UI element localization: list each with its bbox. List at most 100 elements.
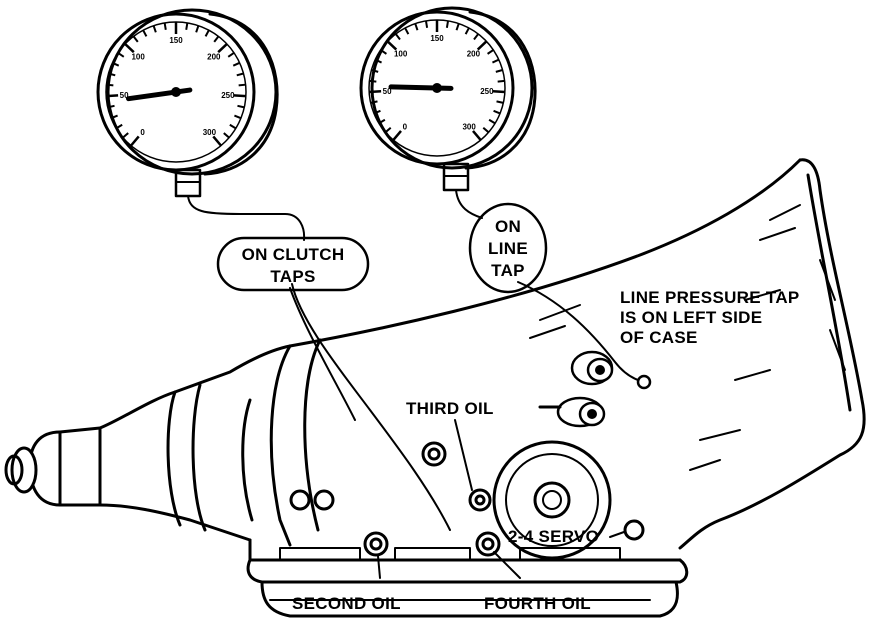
gauge-tick (213, 35, 220, 43)
gauge-tick (373, 109, 381, 115)
label-line-pressure-2: IS ON LEFT SIDE (620, 308, 762, 327)
gauge-tick (492, 90, 505, 94)
gauge-tick (217, 43, 228, 54)
gauge-tick (227, 52, 235, 58)
gauge-tick (445, 20, 450, 28)
gauge-tick (495, 69, 503, 73)
gauge-scale-ticks (369, 20, 505, 141)
callout-clutch-taps-line1: ON CLUTCH (242, 245, 345, 264)
leader-lines (377, 419, 625, 579)
gauge-tick (132, 35, 139, 43)
gauge-tick (212, 135, 222, 147)
gauge-tick (111, 61, 120, 67)
label-second-oil: SECOND OIL (292, 594, 401, 613)
servo-cover (492, 440, 612, 560)
gauge-tick-label: 50 (383, 87, 392, 96)
gauge-tick (130, 135, 140, 147)
gauge-tick (238, 83, 246, 87)
transmission-case (4, 158, 866, 618)
gauge-tick (414, 23, 419, 31)
gauge-tick (369, 90, 382, 94)
gauge-tick (223, 132, 230, 139)
gauge-tick (493, 109, 501, 115)
callout-clutch-taps-line2: TAPS (270, 267, 315, 286)
label-line-pressure-1: LINE PRESSURE TAP (620, 288, 800, 307)
gauge-tick (464, 27, 470, 35)
callout-line-tap: ON LINE TAP (468, 202, 548, 294)
gauge-tick (374, 58, 382, 64)
label-2-4-servo: 2-4 SERVO (508, 527, 599, 546)
callout-line-tap-line3: TAP (491, 261, 525, 280)
gauge-tick (392, 130, 402, 141)
gauge-tick (378, 118, 386, 125)
gauge-tick (455, 23, 460, 31)
gauge-hoses (187, 189, 645, 531)
gauge-tick (488, 118, 496, 125)
gauge-tick-label: 0 (403, 122, 408, 131)
gauge-tick (185, 22, 189, 30)
gauge-tick (404, 27, 410, 35)
gauge-tick (424, 20, 429, 28)
gauge-scale-ticks (106, 22, 246, 147)
case-shading (529, 204, 846, 471)
gauge-tick-label: 300 (203, 128, 217, 137)
gauge-tick (117, 52, 125, 58)
gauge-tick (369, 79, 377, 83)
gauge-tick-label: 0 (140, 128, 145, 137)
gauge-tick (370, 100, 378, 104)
gauge-tick (110, 114, 118, 120)
gauge-tick (107, 104, 115, 109)
gauge-tick (384, 126, 392, 134)
gauge-tick-label: 50 (120, 91, 129, 100)
gauge-tick (472, 130, 482, 141)
label-line-pressure-3: OF CASE (620, 328, 698, 347)
gauge-tick (394, 33, 401, 41)
gauge-tick (124, 43, 135, 54)
gauge-tick (473, 33, 480, 41)
gauge-needle (388, 83, 454, 93)
gauge-tick (233, 94, 246, 98)
gauge-tick (236, 72, 244, 77)
gauge-tick-label: 250 (480, 87, 494, 96)
gauge-tick (195, 25, 200, 33)
gauge-tick (234, 114, 242, 120)
gauge-tick (122, 132, 129, 139)
pressure-gauge-clutch: 0 50 100 150 200 250 300 (96, 8, 279, 198)
line-pressure-fittings (538, 350, 652, 428)
gauge-tick (380, 49, 387, 55)
gauge-tick (163, 22, 167, 30)
gauge-tick (106, 94, 119, 98)
gauge-tick-label: 150 (430, 34, 444, 43)
gauge-tick (386, 40, 398, 51)
gauge-tick (476, 40, 488, 51)
gauge-tick (232, 61, 241, 67)
gauge-tick (482, 126, 490, 134)
gauge-tick-label: 200 (207, 52, 221, 61)
gauge-tick (496, 100, 504, 104)
oil-pan-detail (269, 547, 651, 601)
callout-line-tap-line2: LINE (488, 239, 528, 258)
gauge-tick-label: 300 (462, 122, 476, 131)
label-third-oil: THIRD OIL (406, 399, 494, 418)
gauge-tick (237, 104, 245, 109)
gauge-tick (492, 58, 500, 64)
gauge-tick-label: 150 (169, 36, 183, 45)
gauge-tick (142, 29, 148, 37)
gauge-tick (108, 72, 116, 77)
gauge-tick (152, 25, 157, 33)
gauge-tick (204, 29, 210, 37)
gauge-tick (371, 69, 379, 73)
gauge-tick-label: 250 (221, 91, 235, 100)
gauge-tick (229, 123, 237, 130)
gauge-tick-label: 100 (394, 50, 408, 59)
gauge-tick (106, 83, 114, 87)
gauge-tick (497, 79, 505, 83)
label-fourth-oil: FOURTH OIL (484, 594, 591, 613)
callout-clutch-taps: ON CLUTCH TAPS (216, 236, 370, 292)
gauge-tick-label: 100 (131, 52, 145, 61)
oil-test-ports (289, 441, 645, 557)
gauge-tick (115, 123, 123, 130)
